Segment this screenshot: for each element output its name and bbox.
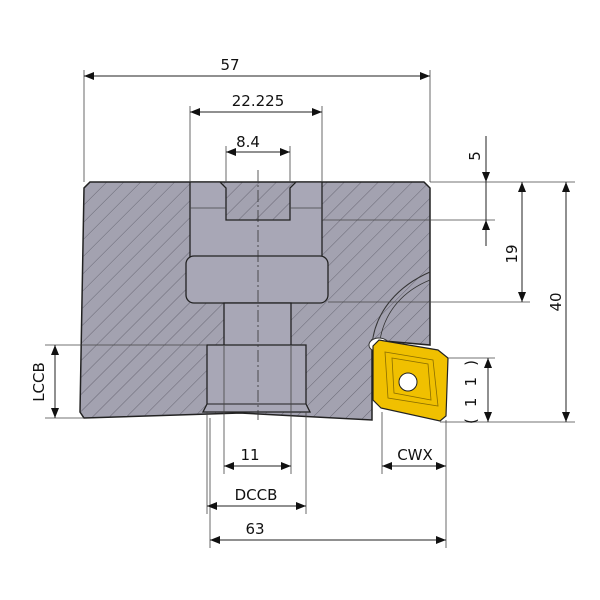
dim-19: 19 — [503, 244, 521, 263]
dim-5: 5 — [466, 151, 484, 161]
dim-dccb: DCCB — [235, 486, 278, 504]
dim-lccb: LCCB — [30, 362, 48, 402]
dim-63: 63 — [245, 520, 264, 538]
dim-11: 11 — [240, 446, 259, 464]
screw-neck — [223, 302, 292, 347]
dim-22-225: 22.225 — [232, 92, 285, 110]
extension-lines — [45, 70, 575, 548]
insert-screw-hole — [398, 372, 418, 392]
dim-11-insert: (11) — [462, 360, 480, 424]
dim-cwx: CWX — [397, 446, 433, 464]
dim-8-4: 8.4 — [236, 133, 260, 151]
insert — [368, 337, 449, 422]
dim-40: 40 — [547, 292, 565, 311]
counterbore — [201, 344, 312, 413]
coolant-groove — [185, 255, 329, 304]
dim-57: 57 — [220, 56, 239, 74]
chip-pocket — [371, 271, 431, 346]
